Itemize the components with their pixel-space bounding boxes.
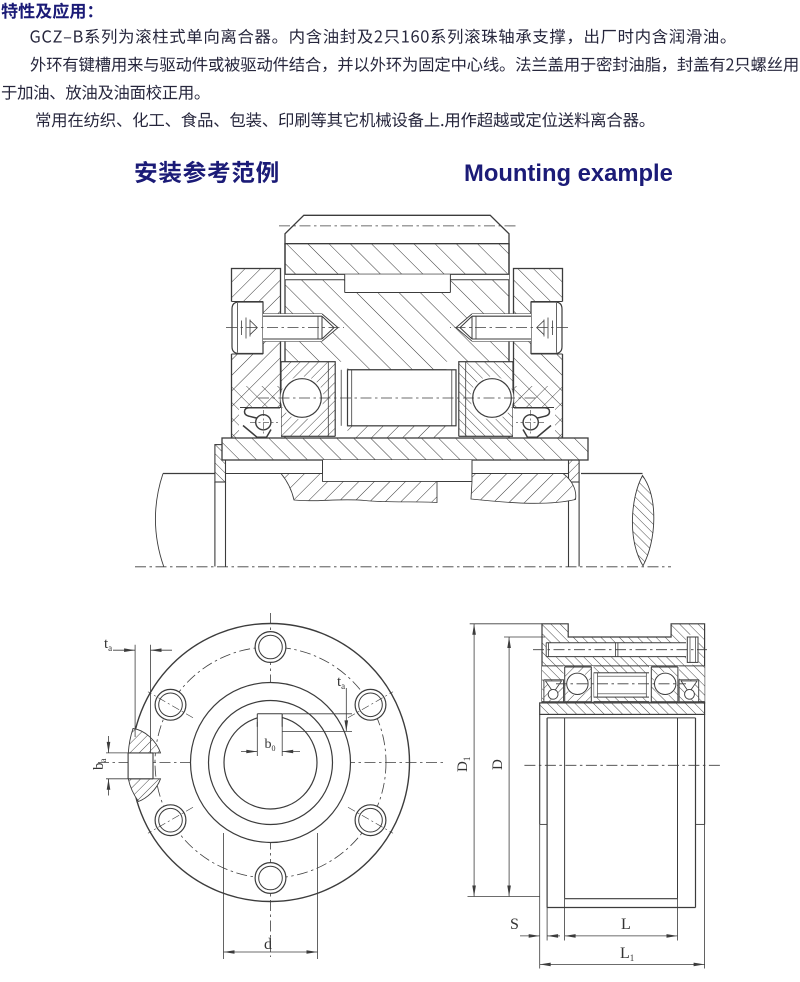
svg-text:Mounting example: Mounting example <box>464 160 673 187</box>
svg-text:L: L <box>621 916 631 933</box>
svg-text:ta: ta <box>337 674 345 691</box>
svg-text:D1: D1 <box>455 757 472 772</box>
svg-text:L1: L1 <box>620 945 634 963</box>
svg-text:b0: b0 <box>265 737 276 753</box>
svg-text:ta: ta <box>104 636 112 653</box>
svg-text:ba: ba <box>91 759 108 771</box>
svg-text:S: S <box>510 916 519 933</box>
svg-text:d: d <box>264 936 272 953</box>
svg-text:D: D <box>490 759 506 770</box>
